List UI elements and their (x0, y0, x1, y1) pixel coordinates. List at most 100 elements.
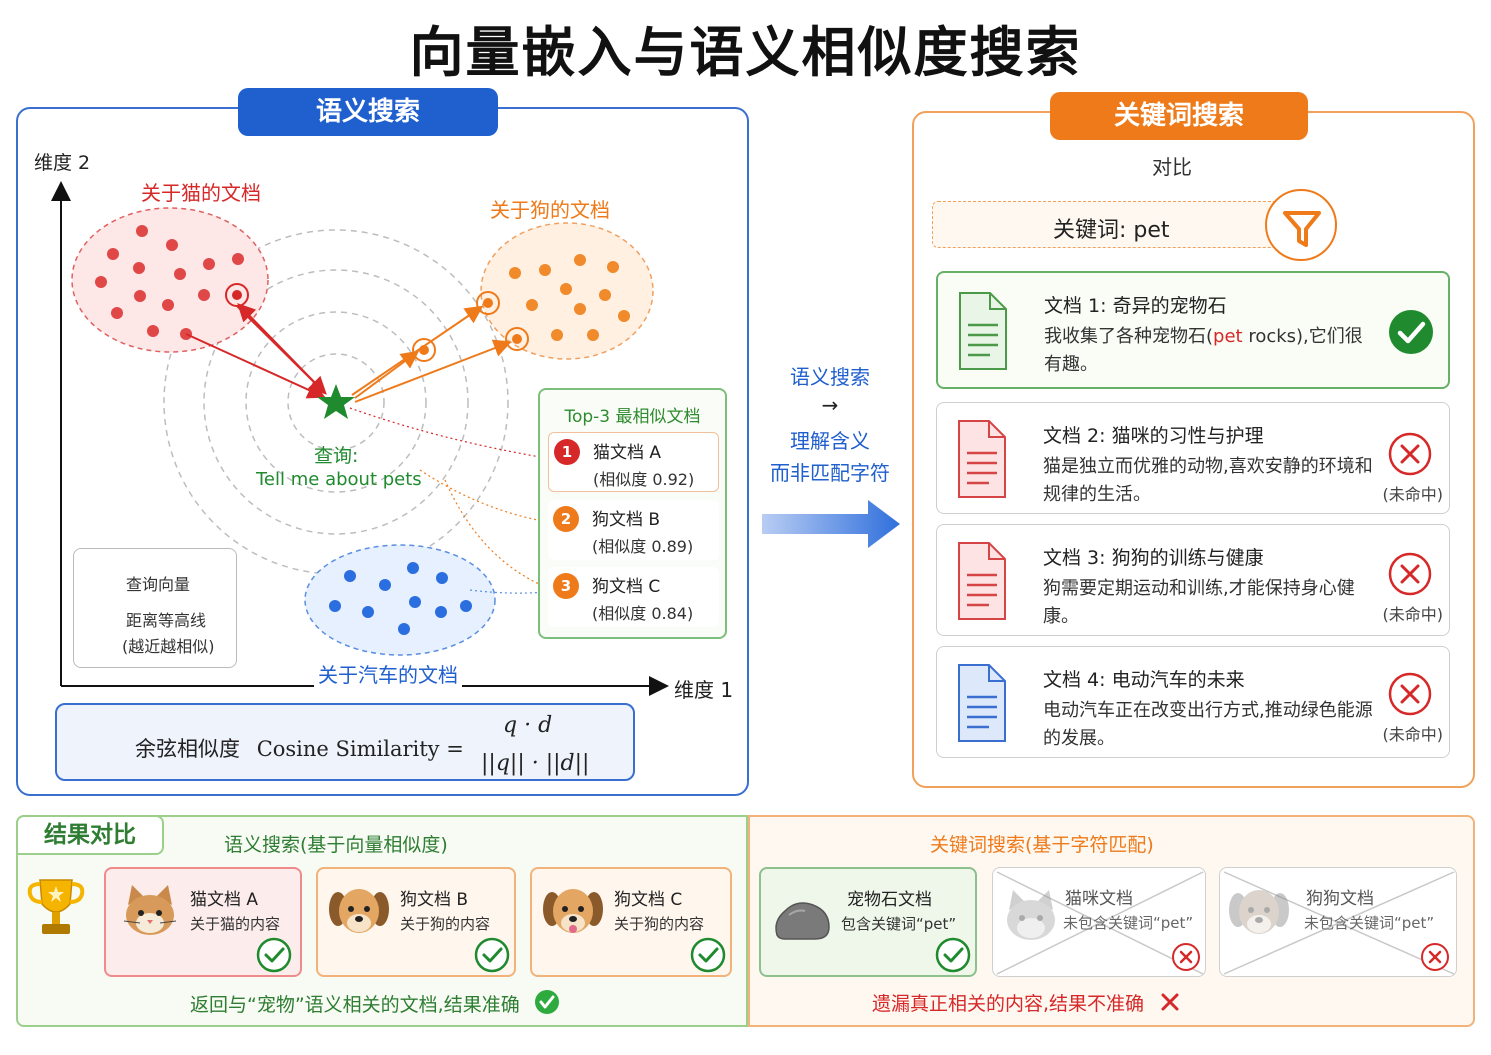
keyword-input[interactable]: 关键词: pet (932, 201, 1286, 248)
result-card-dog[interactable]: 狗文档 B 关于狗的内容 (316, 867, 516, 977)
cross-out-lines (1223, 871, 1455, 975)
dog-icon (329, 889, 389, 933)
cosine-formula: 余弦相似度 Cosine Similarity = q · d ||q|| · … (55, 703, 635, 781)
x-axis-label: 维度 1 (674, 678, 734, 702)
formula-denominator: ||q|| · ||d|| (481, 751, 590, 776)
page-title: 向量嵌入与语义相似度搜索 (409, 21, 1082, 84)
cat-icon (123, 885, 177, 935)
keyword-highlight: pet (1213, 326, 1243, 347)
top3-results: Top-3 最相似文档 1 猫文档 A (相似度 0.92) 2 狗文档 B (… (538, 388, 727, 639)
top3-name: 狗文档 B (592, 510, 661, 530)
legend: 查询向量 距离等高线 (越近越相似) (73, 548, 237, 668)
check-circle-icon (534, 990, 559, 1014)
top3-score: (相似度 0.84) (592, 604, 694, 623)
doc-title: 文档 2: 猫咪的习性与护理 (1043, 425, 1264, 447)
cat-cluster-label: 关于猫的文档 (141, 181, 261, 205)
top3-name: 狗文档 C (592, 577, 661, 597)
document-red-icon (958, 542, 1006, 620)
check-circle-icon (1389, 310, 1433, 354)
rock-icon (775, 902, 830, 940)
results-tab: 结果对比 (16, 815, 164, 855)
trophy-icon (27, 879, 85, 934)
miss-label: (未命中) (1382, 725, 1444, 744)
query-label: 查询: (314, 445, 359, 467)
check-circle-icon (256, 937, 292, 973)
car-cluster (304, 544, 496, 656)
top3-score: (相似度 0.92) (593, 470, 695, 489)
middle-arrow: → (821, 393, 839, 417)
result-card-dog-missed[interactable]: 狗狗文档 未包含关键词“pet” (1219, 867, 1457, 977)
keyword-search-header: 关键词搜索 (1050, 92, 1308, 140)
result-name: 宠物石文档 (847, 890, 932, 910)
distance-contours (163, 229, 509, 575)
dog-points (509, 254, 630, 341)
y-axis-label: 维度 2 (34, 152, 91, 174)
cross-out-lines (996, 871, 1204, 975)
dog-cluster-label: 关于狗的文档 (490, 198, 610, 222)
x-icon (1161, 993, 1179, 1011)
doc-body: 我收集了各种宠物石(pet rocks),它们很有趣。 (1044, 326, 1363, 375)
legend-query-vector: 查询向量 (126, 575, 191, 594)
semantic-search-header: 语义搜索 (238, 88, 498, 136)
result-desc: 未包含关键词“pet” (1063, 914, 1194, 932)
middle-line-4: 而非匹配字符 (770, 461, 890, 485)
result-card-cat[interactable]: 猫文档 A 关于猫的内容 (104, 867, 302, 977)
query-text: Tell me about pets (256, 469, 422, 490)
semantic-results-heading: 语义搜索(基于向量相似度) (224, 834, 448, 856)
result-desc: 包含关键词“pet” (841, 915, 957, 933)
result-name: 狗狗文档 (1306, 889, 1374, 909)
rank-badge: 1 (554, 439, 580, 465)
result-card-dog[interactable]: 狗文档 C 关于狗的内容 (530, 867, 732, 977)
semantic-footer-text: 返回与“宠物”语义相关的文档,结果准确 (190, 994, 520, 1016)
rank-badge: 2 (553, 506, 579, 532)
top3-item[interactable]: 1 猫文档 A (相似度 0.92) (548, 432, 719, 492)
top3-score: (相似度 0.89) (592, 537, 694, 556)
filter-icon (1283, 211, 1321, 247)
keyword-footer: 遗漏真正相关的内容,结果不准确 (872, 989, 1182, 1016)
result-card-cat-missed[interactable]: 猫咪文档 未包含关键词“pet” (992, 867, 1206, 977)
doc-card-miss[interactable]: 文档 3: 狗狗的训练与健康 狗需要定期运动和训练,才能保持身心健康。 (未命中… (936, 524, 1450, 636)
miss-label: (未命中) (1382, 605, 1444, 624)
middle-line-1: 语义搜索 (790, 365, 870, 389)
doc-card-hit[interactable]: 文档 1: 奇异的宠物石 我收集了各种宠物石(pet rocks),它们很有趣。 (936, 271, 1450, 389)
result-desc: 未包含关键词“pet” (1304, 914, 1435, 932)
top3-title: Top-3 最相似文档 (564, 407, 701, 427)
doc-title: 文档 4: 电动汽车的未来 (1043, 669, 1245, 691)
car-cluster-label: 关于汽车的文档 (314, 659, 462, 688)
result-name: 狗文档 B (400, 890, 469, 910)
doc-card-miss[interactable]: 文档 4: 电动汽车的未来 电动汽车正在改变出行方式,推动绿色能源的发展。 (未… (936, 646, 1450, 758)
result-name: 猫文档 A (190, 890, 259, 910)
result-desc: 关于猫的内容 (190, 915, 281, 933)
doc-title: 文档 3: 狗狗的训练与健康 (1043, 547, 1264, 569)
top3-item[interactable]: 3 狗文档 C (相似度 0.84) (548, 567, 719, 627)
filter-button[interactable] (1265, 189, 1337, 261)
query-star-icon (317, 384, 355, 419)
doc-body: 狗需要定期运动和训练,才能保持身心健康。 (1043, 578, 1355, 627)
keyword-results-heading: 关键词搜索(基于字符匹配) (930, 834, 1154, 856)
top3-item[interactable]: 2 狗文档 B (相似度 0.89) (548, 500, 719, 560)
formula-numerator: q · d (503, 713, 553, 738)
check-circle-icon (935, 937, 971, 973)
keyword-input-text: 关键词: pet (1053, 218, 1170, 243)
doc-body: 猫是独立而优雅的动物,喜欢安静的环境和规律的生活。 (1043, 456, 1373, 505)
result-name: 猫咪文档 (1065, 889, 1133, 909)
miss-label: (未命中) (1382, 485, 1444, 504)
semantic-footer: 返回与“宠物”语义相关的文档,结果准确 (190, 989, 560, 1017)
document-green-icon (959, 292, 1007, 370)
result-card-rock[interactable]: 宠物石文档 包含关键词“pet” (759, 867, 977, 977)
x-circle-icon (1388, 432, 1432, 476)
x-circle-icon (1388, 672, 1432, 716)
x-circle-icon (1421, 943, 1449, 971)
x-circle-icon (1388, 552, 1432, 596)
legend-contour: 距离等高线 (126, 611, 207, 630)
doc-card-miss[interactable]: 文档 2: 猫咪的习性与护理 猫是独立而优雅的动物,喜欢安静的环境和规律的生活。… (936, 402, 1450, 514)
formula-name: Cosine Similarity = (256, 737, 464, 761)
top3-name: 猫文档 A (593, 443, 662, 463)
check-circle-icon (474, 937, 510, 973)
big-arrow-icon (762, 500, 900, 548)
car-points (329, 562, 472, 635)
result-desc: 关于狗的内容 (614, 915, 705, 933)
dog-icon (543, 889, 603, 933)
keyword-footer-text: 遗漏真正相关的内容,结果不准确 (872, 993, 1145, 1015)
